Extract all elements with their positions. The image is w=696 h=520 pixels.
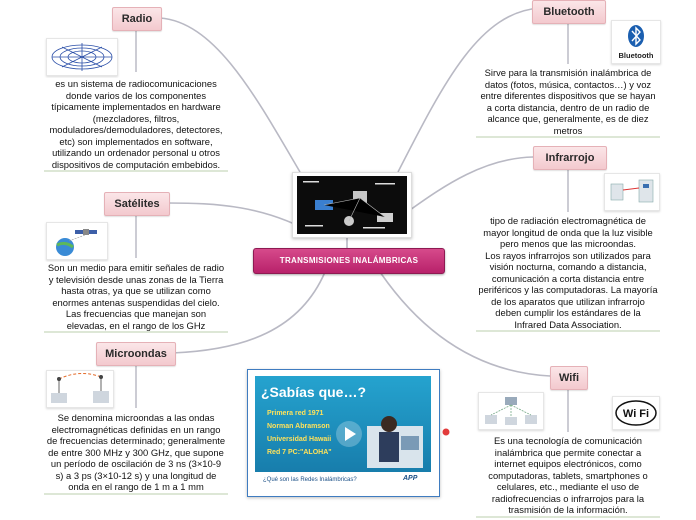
infrared-devices-image <box>604 173 660 211</box>
topic-infrarrojo[interactable]: Infrarrojo <box>533 146 607 170</box>
topic-wifi[interactable]: Wifi <box>550 366 588 390</box>
topic-bluetooth[interactable]: Bluetooth <box>532 0 606 24</box>
wifi-logo-text: Wi Fi <box>623 408 649 420</box>
video-bullet: Norman Abramson <box>267 423 330 430</box>
satelites-description: Son un medio para emitir señales de radi… <box>44 262 228 334</box>
wireless-network-diagram-image <box>292 172 412 238</box>
infrarrojo-description: tipo de radiación electromagnética de ma… <box>476 215 660 333</box>
video-title: ¿Sabías que…? <box>261 384 367 400</box>
video-bullet: Primera red 1971 <box>267 410 324 417</box>
video-logo: APP <box>403 475 418 482</box>
play-icon[interactable] <box>335 420 363 448</box>
radio-waves-image <box>46 38 118 76</box>
wifi-network-image <box>478 392 544 430</box>
microondas-description: Se denomina microondas a las ondas elect… <box>44 412 228 495</box>
topic-satelites[interactable]: Satélites <box>104 192 170 216</box>
video-caption: ¿Qué son las Redes Inalámbricas? <box>255 472 431 488</box>
radio-description: es un sistema de radiocomunicaciones don… <box>44 78 228 173</box>
video-thumbnail[interactable]: ¿Sabías que…? Primera red 1971 Norman Ab… <box>255 376 431 488</box>
video-bullet: Red 7 PC:"ALOHA" <box>267 449 332 456</box>
video-embed[interactable]: ¿Sabías que…? Primera red 1971 Norman Ab… <box>247 369 440 497</box>
topic-radio[interactable]: Radio <box>112 7 162 31</box>
infrarrojo-definition: tipo de radiación electromagnética de ma… <box>483 215 653 250</box>
video-bullet: Universidad Hawaii <box>267 436 332 443</box>
video-person-image <box>367 416 423 468</box>
wifi-logo: Wi Fi <box>612 396 660 430</box>
central-topic[interactable]: TRANSMISIONES INALÁMBRICAS <box>253 248 445 274</box>
microwave-link-image <box>46 370 114 408</box>
topic-microondas[interactable]: Microondas <box>96 342 176 366</box>
satellite-image <box>46 222 108 260</box>
bluetooth-logo: Bluetooth <box>611 20 661 64</box>
infrarrojo-uses: Los rayos infrarrojos son utilizados par… <box>478 249 658 330</box>
bluetooth-description: Sirve para la transmisión inalámbrica de… <box>476 67 660 139</box>
wifi-description: Es una tecnología de comunicación inalám… <box>476 435 660 518</box>
bluetooth-logo-text: Bluetooth <box>619 51 654 60</box>
